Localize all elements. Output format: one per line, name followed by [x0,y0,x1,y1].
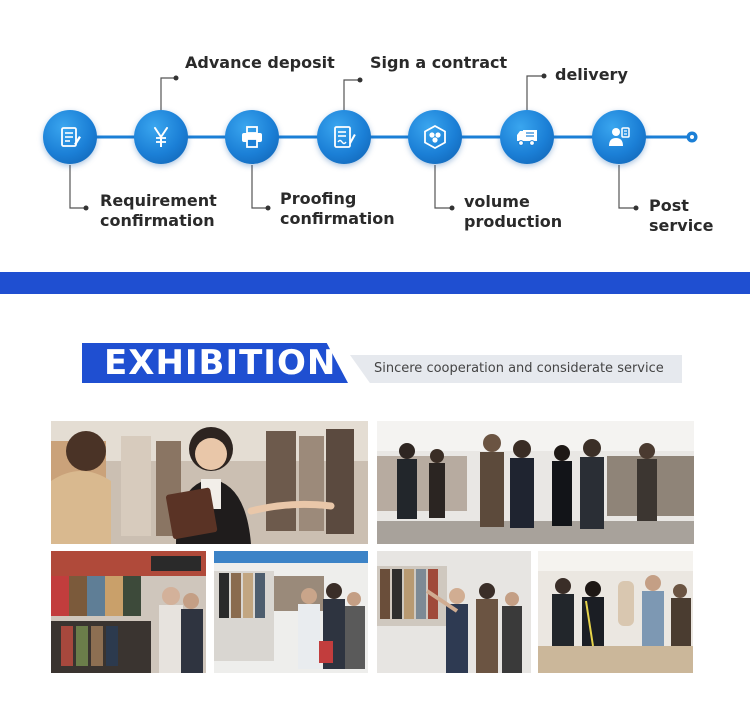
photo-booth-discussion [214,551,368,673]
step-sign-contract [317,110,371,164]
label-requirement-confirmation: Requirement confirmation [100,191,217,230]
exhibition-title-box [82,343,348,383]
label-advance-deposit: Advance deposit [185,53,335,72]
label-volume-production: volume production [464,192,563,231]
photo-exhibition-hall-crowd [377,421,694,544]
photo-tailoring-table [538,551,693,673]
photo-showroom-welcome [51,421,368,544]
exhibition-subtitle: Sincere cooperation and considerate serv… [374,361,664,376]
label-connectors [69,75,636,209]
contract-icon [334,126,356,148]
production-icon [424,124,446,150]
photo-clothing-rack-booth [51,551,206,673]
step-requirement-confirmation [43,110,97,164]
exhibition-header: EXHIBITION Sincere cooperation and consi… [82,343,682,383]
step-advance-deposit [134,110,188,164]
label-delivery: delivery [555,65,628,84]
process-timeline: Requirement confirmation Advance deposit… [0,0,750,272]
step-post-service [592,110,646,164]
label-sign-contract: Sign a contract [370,53,508,72]
step-volume-production [408,110,462,164]
exhibition-title: EXHIBITION [104,343,337,383]
truck-icon [517,130,537,146]
yen-icon [154,127,168,147]
exhibition-subtitle-box [350,355,682,383]
step-delivery [500,110,554,164]
photo-presentation-rack [377,551,531,673]
section-divider-band [0,272,750,294]
printer-icon [242,126,262,148]
service-icon [609,127,630,146]
document-icon [61,127,81,147]
label-post-service: Post service [649,196,714,235]
step-proofing-confirmation [225,110,279,164]
label-proofing-confirmation: Proofing confirmation [280,189,395,228]
